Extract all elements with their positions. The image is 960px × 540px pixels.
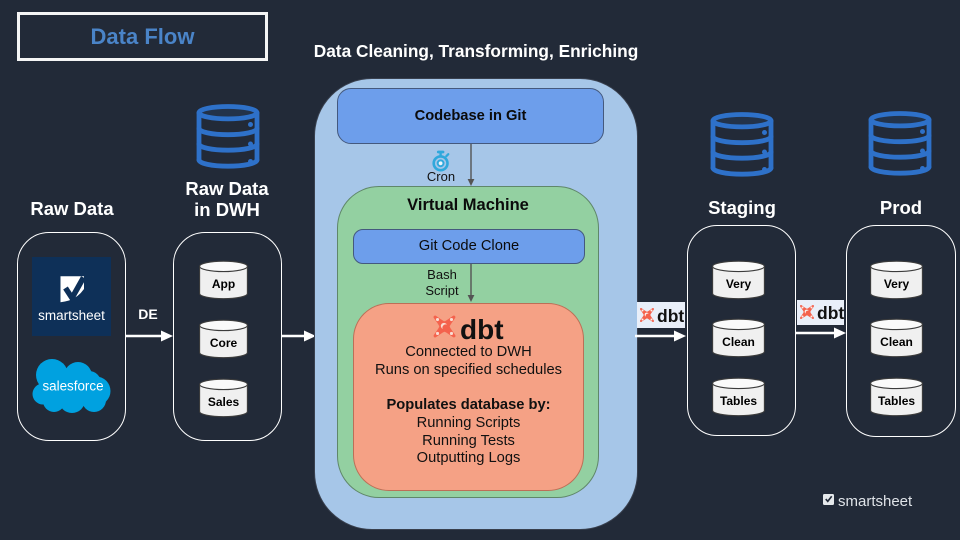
svg-text:salesforce: salesforce (42, 379, 103, 394)
svg-text:smartsheet: smartsheet (38, 308, 105, 323)
